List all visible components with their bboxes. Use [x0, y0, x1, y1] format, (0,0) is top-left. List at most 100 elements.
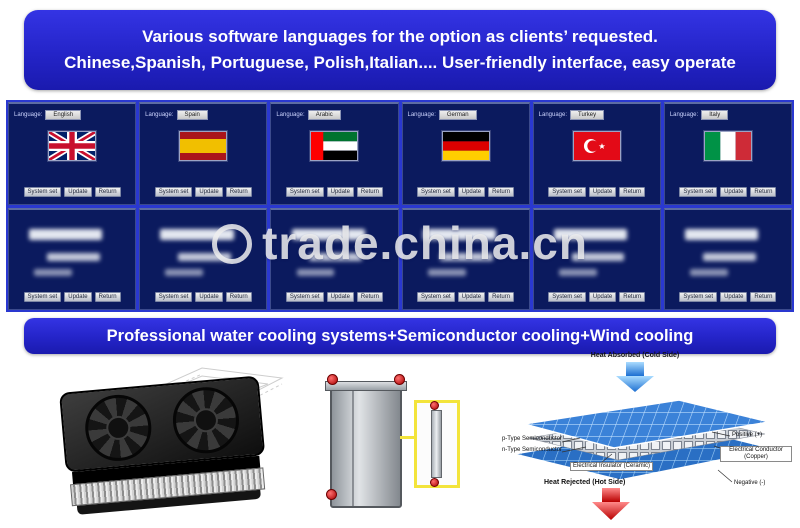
screen-buttons: System set Update Return	[403, 186, 529, 197]
screen-buttons: System set Update Return	[271, 186, 397, 197]
tank-body	[325, 374, 407, 508]
return-button[interactable]: Return	[356, 186, 383, 197]
return-button[interactable]: Return	[488, 292, 515, 302]
mid-banner-text: Professional water cooling systems+Semic…	[106, 326, 694, 345]
blurred-content	[427, 269, 466, 277]
return-button[interactable]: Return	[619, 292, 646, 302]
update-button[interactable]: Update	[195, 186, 223, 197]
label-heat-rejected: Heat Rejected (Hot Side)	[544, 479, 626, 486]
update-button[interactable]: Update	[64, 292, 92, 302]
turkey-flag-icon	[572, 131, 621, 161]
language-row: Language: German	[403, 104, 529, 120]
label-n-type: n-Type Semiconductor	[501, 447, 562, 453]
blurred-content	[685, 229, 759, 241]
blurred-content	[690, 269, 728, 277]
system-set-button[interactable]: System set	[679, 186, 718, 197]
screen-app-5: System set Update Return	[532, 207, 661, 310]
screen-app-2: System set Update Return	[139, 207, 268, 310]
tank-port-icon	[394, 374, 405, 385]
update-button[interactable]: Update	[720, 186, 748, 197]
language-select[interactable]: Italy	[701, 110, 729, 120]
system-set-button[interactable]: System set	[417, 186, 455, 197]
sight-port-icon	[430, 401, 439, 410]
sight-port-icon	[430, 478, 439, 487]
screen-german: Language: German System set Update Retur…	[401, 102, 530, 205]
label-heat-absorbed: Heat Absorbed (Cold Side)	[590, 352, 680, 359]
blurred-content	[440, 253, 494, 262]
language-label: Language:	[145, 112, 174, 118]
blurred-content	[558, 269, 597, 277]
blurred-content	[422, 229, 496, 241]
label-conductor: Electrical Conductor (Copper)	[720, 446, 792, 462]
sight-glass-highlight	[414, 400, 460, 488]
screen-app-1: System set Update Return	[8, 207, 137, 310]
update-button[interactable]: Update	[457, 186, 486, 197]
screen-buttons: System set Update Return	[665, 186, 791, 197]
system-set-button[interactable]: System set	[548, 186, 586, 197]
screen-buttons: System set Update Return	[140, 292, 266, 302]
return-button[interactable]: Return	[225, 186, 252, 197]
system-set-button[interactable]: System set	[23, 292, 62, 302]
blurred-content	[553, 229, 628, 241]
screen-app-4: System set Update Return	[401, 207, 530, 310]
system-set-button[interactable]: System set	[154, 292, 193, 302]
language-select[interactable]: Arabic	[307, 110, 341, 120]
update-button[interactable]: Update	[588, 292, 617, 302]
return-button[interactable]: Return	[94, 292, 121, 302]
system-set-button[interactable]: System set	[548, 292, 586, 302]
language-screens-panel: Language: English System set Update Retu…	[6, 100, 794, 312]
system-set-button[interactable]: System set	[679, 292, 718, 302]
sight-glass-tube	[431, 410, 442, 478]
return-button[interactable]: Return	[750, 186, 777, 197]
update-button[interactable]: Update	[64, 186, 92, 197]
return-button[interactable]: Return	[619, 186, 646, 197]
tank-port-icon	[327, 374, 338, 385]
blurred-content	[702, 253, 756, 262]
return-button[interactable]: Return	[356, 292, 383, 302]
top-banner-line2: Chinese,Spanish, Portuguese, Polish,Ital…	[64, 53, 736, 72]
system-set-button[interactable]: System set	[417, 292, 455, 302]
tank-flange	[325, 381, 407, 391]
language-select[interactable]: English	[45, 110, 82, 120]
language-select[interactable]: Spain	[176, 110, 208, 120]
language-row: Language: Spain	[140, 104, 266, 120]
tank-seam	[352, 390, 354, 506]
blurred-content	[571, 253, 625, 262]
system-set-button[interactable]: System set	[285, 292, 324, 302]
label-p-type: p-Type Semiconductor	[501, 436, 562, 442]
italy-flag-icon	[703, 131, 752, 161]
language-label: Language:	[669, 112, 699, 118]
peltier-diagram: Heat Absorbed (Cold Side) p-Type Semicon…	[474, 352, 796, 526]
return-button[interactable]: Return	[488, 186, 515, 197]
update-button[interactable]: Update	[195, 292, 223, 302]
return-button[interactable]: Return	[750, 292, 777, 302]
screen-buttons: System set Update Return	[665, 292, 791, 302]
uk-flag-icon	[48, 131, 97, 161]
update-button[interactable]: Update	[326, 292, 354, 302]
language-select[interactable]: Turkey	[570, 110, 605, 120]
label-negative: Negative (-)	[734, 480, 766, 486]
blurred-content	[160, 229, 234, 241]
system-set-button[interactable]: System set	[154, 186, 193, 197]
top-banner-line1: Various software languages for the optio…	[142, 26, 658, 46]
return-button[interactable]: Return	[94, 186, 121, 197]
update-button[interactable]: Update	[588, 186, 617, 197]
system-set-button[interactable]: System set	[23, 186, 62, 197]
screen-buttons: System set Update Return	[271, 292, 397, 302]
blurred-content	[46, 253, 100, 262]
screen-buttons: System set Update Return	[140, 186, 266, 197]
return-button[interactable]: Return	[225, 292, 252, 302]
update-button[interactable]: Update	[326, 186, 354, 197]
top-banner: Various software languages for the optio…	[24, 10, 776, 90]
update-button[interactable]: Update	[457, 292, 486, 302]
mid-banner: Professional water cooling systems+Semic…	[24, 318, 776, 354]
screen-arabic: Language: Arabic System set Update Retur…	[270, 102, 399, 205]
update-button[interactable]: Update	[720, 292, 748, 302]
fan-icon	[169, 384, 242, 457]
uae-flag-icon	[310, 131, 359, 161]
blurred-content	[34, 269, 73, 277]
language-select[interactable]: German	[438, 110, 477, 120]
language-row: Language: Turkey	[534, 104, 660, 120]
system-set-button[interactable]: System set	[285, 186, 324, 197]
spain-flag-icon	[179, 131, 228, 161]
